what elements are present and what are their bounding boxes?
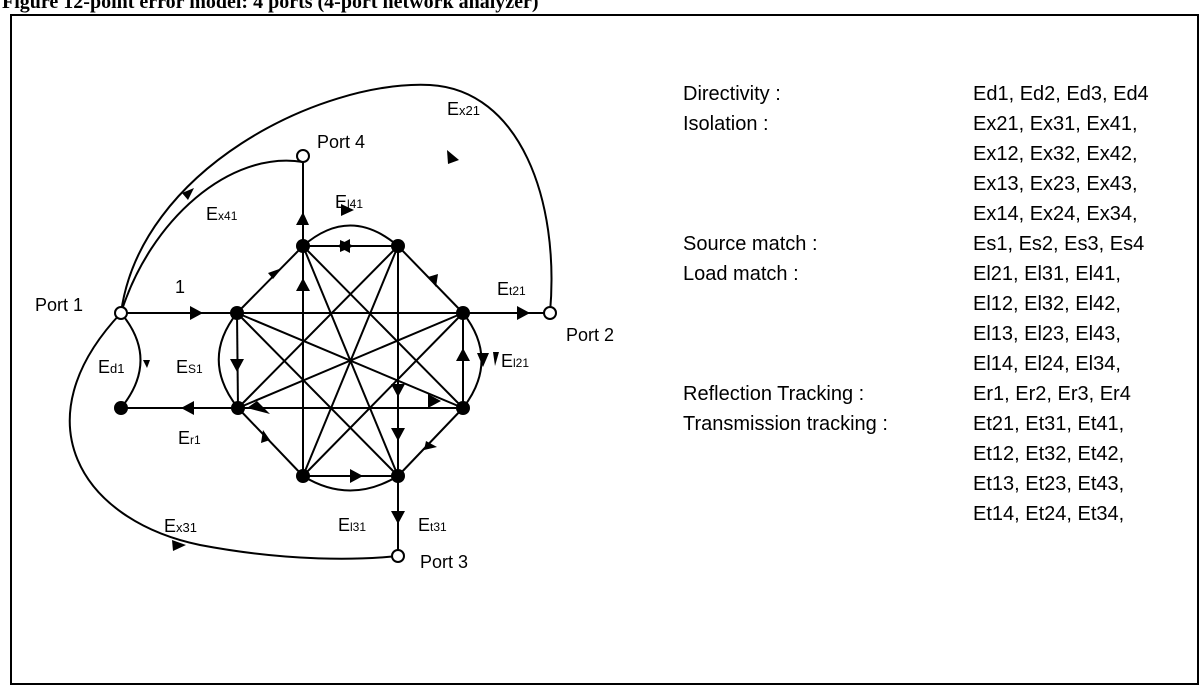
es1-label: ES1 [176, 357, 203, 377]
et31-label: Et31 [418, 515, 447, 535]
term-values: Et12, Et32, Et42, [973, 443, 1125, 465]
term-values: Et14, Et24, Et34, [973, 503, 1125, 525]
term-name: Transmission tracking : [683, 413, 888, 435]
term-values: El14, El24, El34, [973, 353, 1121, 375]
ex31-label: Ex31 [164, 516, 197, 536]
er1-label: Er1 [178, 428, 201, 448]
term-name: Load match : [683, 263, 799, 285]
el31-label: El31 [338, 515, 366, 535]
port3-label: Port 3 [420, 552, 468, 572]
term-name: Reflection Tracking : [683, 383, 865, 405]
port2-label: Port 2 [566, 325, 614, 345]
gain-one-label: 1 [175, 277, 185, 297]
term-values: Et21, Et31, Et41, [973, 413, 1125, 435]
el21-label: El21 [501, 351, 529, 371]
figure-caption: Figure 12-point error model: 4 ports (4-… [2, 0, 539, 13]
ed1-label: Ed1 [98, 357, 124, 377]
et21-label: Et21 [497, 279, 526, 299]
term-values: El12, El32, El42, [973, 293, 1121, 315]
el41-label: El41 [335, 192, 363, 212]
term-values: El21, El31, El41, [973, 263, 1121, 285]
term-values: Ex14, Ex24, Ex34, [973, 203, 1138, 225]
term-values: El13, El23, El43, [973, 323, 1121, 345]
term-values: Ed1, Ed2, Ed3, Ed4 [973, 83, 1149, 105]
ex21-label: Ex21 [447, 99, 480, 119]
port1-label: Port 1 [35, 295, 83, 315]
figure-frame [10, 14, 1199, 685]
term-values: Es1, Es2, Es3, Es4 [973, 233, 1145, 255]
term-values: Ex12, Ex32, Ex42, [973, 143, 1138, 165]
ex41-label: Ex41 [206, 204, 238, 224]
term-name: Source match : [683, 233, 818, 255]
term-values: Er1, Er2, Er3, Er4 [973, 383, 1131, 405]
term-name: Directivity : [683, 83, 781, 105]
term-values: Ex21, Ex31, Ex41, [973, 113, 1138, 135]
port4-label: Port 4 [317, 132, 365, 152]
term-values: Et13, Et23, Et43, [973, 473, 1125, 495]
term-values: Ex13, Ex23, Ex43, [973, 173, 1138, 195]
term-name: Isolation : [683, 113, 769, 135]
